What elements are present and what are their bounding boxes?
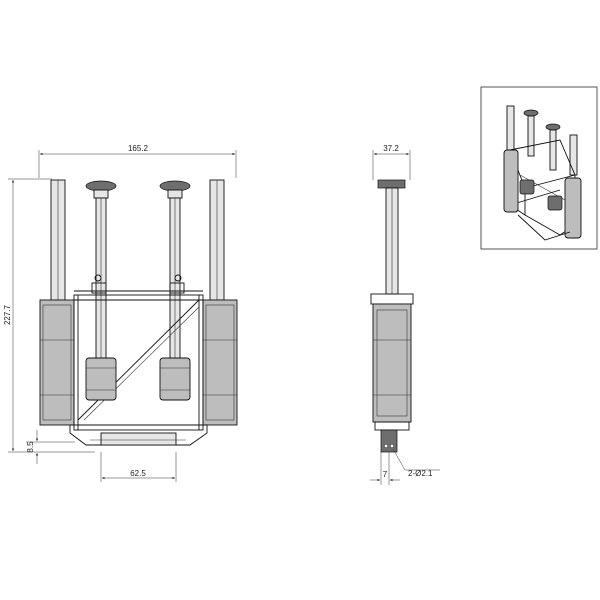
right-side-box (202, 299, 238, 426)
hole-callout-label: 2-Ø2.1 (408, 469, 433, 478)
left-outer-tube (50, 179, 66, 301)
dimension-bottom-offset: 8.5 (26, 430, 75, 464)
dimension-base-width: 62.5 (100, 452, 177, 482)
depth-label: 37.2 (383, 144, 399, 153)
base-width-label: 62.5 (130, 469, 146, 478)
left-inner-post (85, 180, 117, 359)
dimension-overall-height: 227.7 (3, 178, 95, 453)
overall-height-label: 227.7 (3, 304, 12, 325)
front-view: 165.2 227.7 8.5 62.5 (3, 144, 238, 482)
left-side-box (39, 299, 75, 426)
foot-width-label: 7 (383, 470, 388, 479)
side-bottom-mount (374, 421, 410, 453)
center-frame (73, 274, 204, 431)
side-upper-bracket (370, 293, 414, 305)
bottom-offset-label: 8.5 (26, 441, 35, 453)
side-view: 37.2 7 (370, 144, 440, 485)
side-box (372, 303, 412, 423)
dimension-overall-width: 165.2 (38, 144, 237, 178)
right-outer-tube (209, 179, 225, 301)
dimension-foot-width: 7 (370, 452, 400, 485)
hole-callout: 2-Ø2.1 (392, 448, 440, 478)
left-tank (85, 357, 117, 401)
side-top-cap (377, 179, 406, 189)
base-tray (69, 424, 208, 446)
right-tank (159, 357, 191, 401)
overall-width-label: 165.2 (128, 144, 149, 153)
dimension-depth: 37.2 (372, 144, 411, 180)
iso-view (480, 86, 598, 250)
right-inner-post (159, 180, 191, 359)
